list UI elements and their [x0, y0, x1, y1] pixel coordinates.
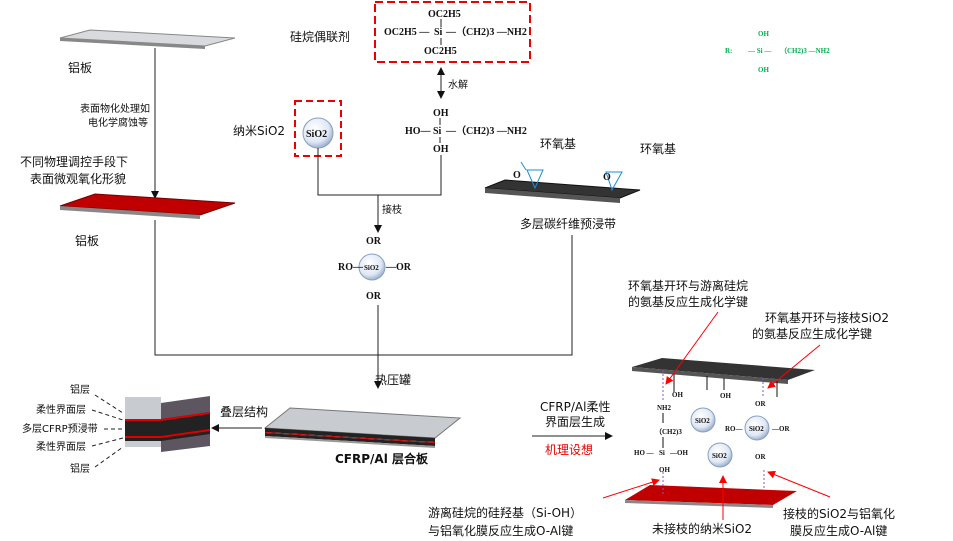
silane-formula: —（CH2)3 —NH2: [445, 25, 527, 38]
svg-text:与铝氧化膜反应生成O-Al键: 与铝氧化膜反应生成O-Al键: [428, 523, 573, 538]
hydrolyzed-formula: HO—: [405, 126, 432, 137]
svg-text:SiO2: SiO2: [712, 452, 727, 460]
layer-block: [125, 396, 210, 452]
silane-formula: OC2H5: [428, 9, 461, 20]
epoxy-label: 环氧基: [640, 142, 676, 156]
svg-text:的氨基反应生成化学键: 的氨基反应生成化学键: [628, 294, 748, 309]
svg-text:SiO2: SiO2: [749, 425, 764, 433]
svg-text:Si: Si: [659, 449, 665, 457]
layer-labels: 铝层 柔性界面层 多层CFRP预浸带 柔性界面层 铝层: [22, 384, 124, 475]
free-sio2: [690, 407, 716, 433]
svg-text:OH: OH: [672, 391, 683, 399]
laminate-label: CFRP/Al 层合板: [335, 451, 429, 466]
graft-label: 接枝: [382, 203, 402, 216]
grafted-sio2: [358, 253, 386, 281]
mechanism-notes: 环氧基开环与游离硅烷 的氨基反应生成化学键 环氧基开环与接枝SiO2 的氨基反应…: [428, 278, 895, 538]
silane-box: [374, 1, 531, 63]
treatment-text: 电化学腐蚀等: [88, 116, 148, 129]
nano-sio2-label: 纳米SiO2: [233, 124, 285, 138]
epoxy-label: 环氧基: [540, 137, 576, 151]
connector-line: [154, 220, 573, 356]
svg-text:铝层: 铝层: [70, 463, 90, 475]
grafted-sio2-label: SiO2: [364, 264, 379, 272]
svg-text:OR: OR: [755, 400, 766, 408]
svg-text:OH: OH: [720, 392, 731, 400]
epoxy-o: O: [513, 170, 521, 181]
aluminum-label-bottom: 铝板: [75, 233, 99, 248]
sio2-particle-label: SiO2: [306, 129, 327, 140]
aluminum-plate-raw: [59, 29, 236, 49]
svg-text:铝层: 铝层: [70, 384, 90, 396]
svg-text:多层CFRP预浸带: 多层CFRP预浸带: [22, 422, 98, 435]
epoxy-o: O: [603, 172, 611, 183]
treatment-text: 表面物化处理如: [80, 102, 150, 115]
silane-formula: Si: [434, 27, 443, 38]
morphology-text: 表面微观氧化形貌: [30, 171, 126, 186]
svg-text:RO—: RO—: [725, 425, 744, 433]
stack-label: 叠层结构: [220, 404, 268, 419]
svg-text:的氨基反应生成化学键: 的氨基反应生成化学键: [752, 326, 872, 341]
svg-text:OH: OH: [758, 66, 769, 74]
laminate-plate: [263, 407, 462, 448]
svg-text:（CH2)3 —NH2: （CH2)3 —NH2: [780, 47, 830, 55]
hydrolysis-label: 水解: [448, 78, 468, 91]
mechanism-hypothesis: 机理设想: [545, 442, 593, 457]
svg-text:未接枝的纳米SiO2: 未接枝的纳米SiO2: [652, 521, 752, 536]
connector-line: [317, 148, 442, 196]
svg-text:（CH2)3: （CH2)3: [655, 428, 682, 436]
aluminum-label-top: 铝板: [68, 60, 92, 75]
svg-text:OR: OR: [755, 453, 766, 461]
morphology-text: 不同物理调控手段下: [20, 154, 128, 169]
svg-text:接枝的SiO2与铝氧化: 接枝的SiO2与铝氧化: [783, 506, 895, 521]
hydrolyzed-formula: Si: [433, 126, 442, 137]
grafted-formula: RO—: [338, 262, 364, 273]
autoclave-label: 热压罐: [375, 373, 411, 387]
svg-text:膜反应生成O-Al键: 膜反应生成O-Al键: [790, 523, 887, 538]
svg-text:柔性界面层: 柔性界面层: [36, 403, 86, 416]
free-sio2: [707, 442, 733, 468]
hydrolyzed-formula: OH: [433, 144, 449, 155]
grafted-formula: OR: [366, 236, 382, 247]
hydrolyzed-formula: OH: [433, 108, 449, 119]
mechanism-title: CFRP/Al柔性: [540, 400, 610, 414]
r-group-formula: OH R: — Si — （CH2)3 —NH2 OH: [725, 30, 830, 74]
hydrolyzed-formula: —（CH2)3 —NH2: [445, 124, 527, 137]
grafted-formula: OR: [366, 291, 382, 302]
mechanism-title: 界面层生成: [545, 415, 605, 429]
svg-text:NH2: NH2: [657, 404, 672, 412]
svg-text:游离硅烷的硅羟基（Si-OH）: 游离硅烷的硅羟基（Si-OH）: [428, 505, 582, 520]
svg-text:柔性界面层: 柔性界面层: [36, 440, 86, 453]
svg-text:—OH: —OH: [669, 449, 688, 457]
svg-text:OH: OH: [758, 30, 769, 38]
svg-text:环氧基开环与游离硅烷: 环氧基开环与游离硅烷: [628, 278, 748, 293]
silane-formula: OC2H5 —: [384, 27, 430, 38]
aluminum-plate-treated: [59, 193, 236, 219]
svg-text:OH: OH: [659, 466, 670, 474]
svg-text:—OR: —OR: [771, 425, 790, 433]
cfrp-prepreg: [484, 161, 641, 203]
svg-text:HO —: HO —: [634, 449, 655, 457]
svg-text:环氧基开环与接枝SiO2: 环氧基开环与接枝SiO2: [765, 310, 889, 325]
grafted-sio2: [744, 415, 770, 441]
svg-text:SiO2: SiO2: [695, 417, 710, 425]
silane-formula: OC2H5: [424, 46, 457, 57]
silane-label: 硅烷偶联剂: [290, 29, 350, 44]
grafted-formula: —OR: [385, 262, 412, 273]
svg-text:R:: R:: [725, 47, 732, 55]
svg-text:— Si —: — Si —: [747, 47, 772, 55]
mechanism-diagram: OH OH NH2 （CH2)3 HO — Si —OH OH SiO2 SiO…: [602, 311, 831, 520]
cfrp-label: 多层碳纤维预浸带: [520, 217, 616, 231]
